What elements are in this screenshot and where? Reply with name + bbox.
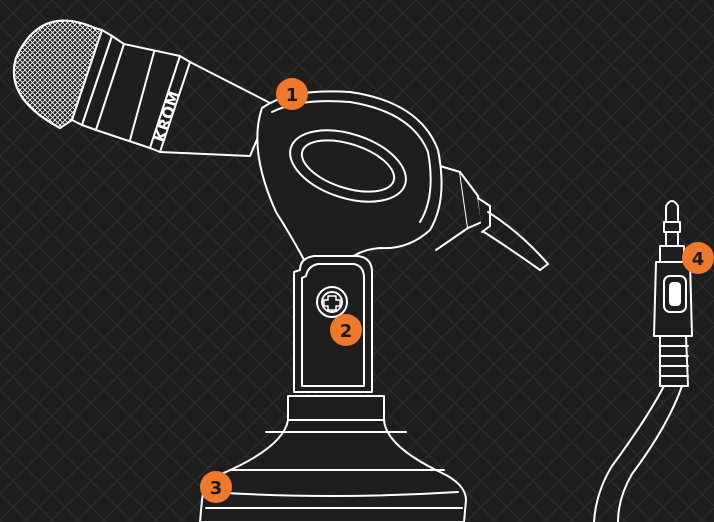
callout-4: 4 <box>682 242 714 274</box>
callout-2: 2 <box>330 314 362 346</box>
callout-3-label: 3 <box>210 478 223 499</box>
callout-4-label: 4 <box>692 249 705 270</box>
callout-1-label: 1 <box>286 85 299 106</box>
callout-3: 3 <box>200 471 232 503</box>
callout-2-label: 2 <box>340 321 353 342</box>
callout-1: 1 <box>276 78 308 110</box>
